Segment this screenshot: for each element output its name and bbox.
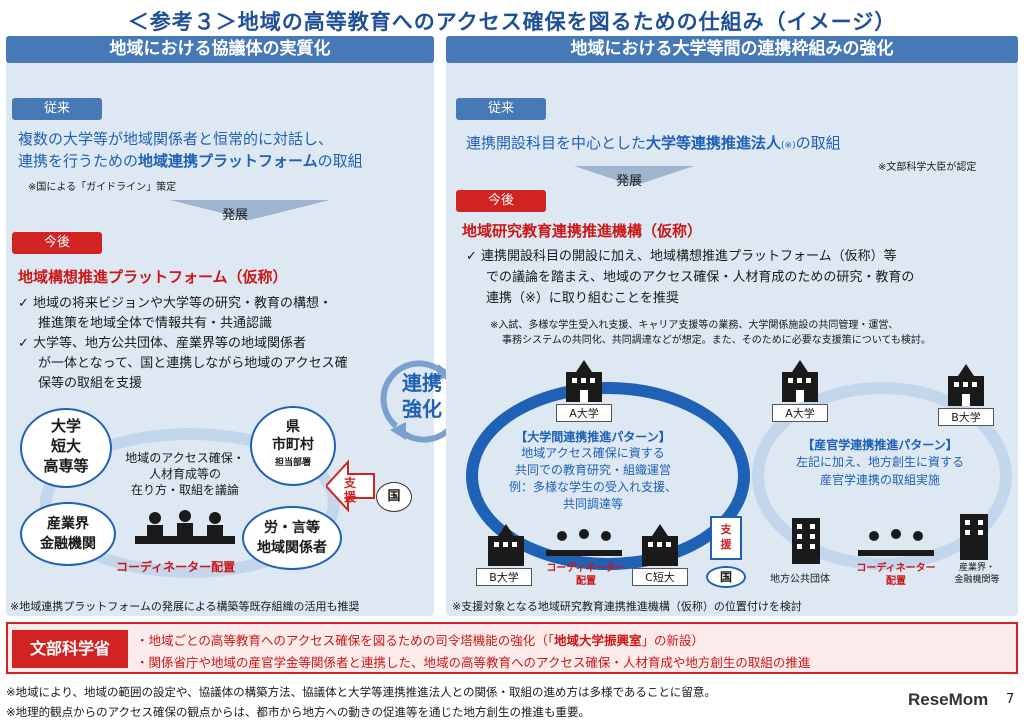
left-before-line-1: 複数の大学等が地域関係者と恒常的に対話し、 bbox=[18, 130, 334, 148]
mext-line-1a: ・地域ごとの高等教育へのアクセス確保を図るための司令塔機能の強化（「 bbox=[136, 633, 555, 648]
left-before-2c: の取組 bbox=[317, 152, 363, 170]
circle-pref-1: 県 bbox=[286, 419, 300, 435]
check-icon: ✓ bbox=[18, 296, 34, 311]
people-meeting-icon bbox=[546, 529, 622, 556]
a-university-label-2: A大学 bbox=[772, 404, 828, 422]
page-title: ＜参考３＞地域の高等教育へのアクセス確保を図るための仕組み（イメージ） bbox=[127, 10, 897, 34]
left-before-note: ※国による「ガイドライン」策定 bbox=[28, 182, 177, 193]
right-before-tag: 従来 bbox=[456, 98, 546, 120]
left-before-text: 複数の大学等が地域関係者と恒常的に対話し、 連携を行うための地域連携プラットフォ… bbox=[18, 128, 428, 172]
mext-label: 文部科学省 bbox=[12, 630, 128, 668]
left-before-line-2: 連携を行うための地域連携プラットフォームの取組 bbox=[18, 150, 428, 172]
mext-box bbox=[6, 622, 1018, 674]
left-coordinator: コーディネーター配置 bbox=[116, 560, 236, 574]
circle-pref-2: 市町村 bbox=[272, 437, 314, 453]
a-university-label: A大学 bbox=[556, 404, 612, 422]
right-coordinator: コーディネーター 配置 bbox=[546, 563, 626, 587]
right-bullets: ✓ 連携開設科目の開設に加え、地域構想推進プラットフォーム（仮称）等 での議論を… bbox=[466, 246, 1006, 309]
c-college-label: C短大 bbox=[632, 568, 688, 586]
right-after-tag: 今後 bbox=[456, 190, 546, 212]
left-before-2b: 地域連携プラットフォーム bbox=[138, 152, 318, 170]
resemom-logo: ReseMom bbox=[908, 690, 989, 709]
left-develop-arrow bbox=[170, 200, 330, 220]
pattern1-title: 【大学間連携推進パターン】 bbox=[515, 430, 671, 444]
left-footnote: ※地域連携プラットフォームの発展による構築等既存組織の活用も推奨 bbox=[10, 600, 360, 613]
office-building-icon bbox=[792, 518, 820, 564]
right-bullet-line-2: での議論を踏まえ、地域のアクセス確保・人材育成のための研究・教育の bbox=[486, 270, 915, 285]
right-before-a: 連携開設科目を中心とした bbox=[466, 134, 647, 152]
right-note: ※入試、多様な学生受入れ支援、キャリア支援等の業務、大学関係施設の共同管理・運営… bbox=[490, 318, 931, 348]
mext-line-2: ・関係省庁や地域の産官学金等関係者と連携した、地域の高等教育へのアクセス確保・人… bbox=[136, 655, 811, 670]
circle-labor: 労・言等 地域関係者 bbox=[242, 506, 342, 570]
left-before-tag: 従来 bbox=[12, 98, 102, 120]
office-building-icon bbox=[960, 514, 988, 560]
left-country: 国 bbox=[376, 482, 412, 512]
check-icon: ✓ bbox=[466, 249, 482, 264]
school-building-icon bbox=[566, 360, 602, 402]
left-before-2a: 連携を行うための bbox=[18, 152, 139, 170]
school-building-icon bbox=[782, 360, 818, 402]
mext-line-1b: 地域大学振興室 bbox=[554, 633, 642, 648]
right-support-label: 支 援 bbox=[710, 516, 742, 560]
pattern1-text: 地域アクセス確保に資する 共同での教育研究・組織運営 例：多様な学生の受入れ支援… bbox=[508, 446, 677, 511]
left-bullets: ✓ 地域の将来ビジョンや大学等の研究・教育の構想・ 推進策を地域全体で情報共有・… bbox=[18, 294, 428, 394]
right-footnote: ※支援対象となる地域研究教育連携推進機構（仮称）の位置付けを検討 bbox=[452, 600, 802, 613]
page-number: 7 bbox=[1006, 692, 1015, 707]
right-before-d: の取組 bbox=[795, 134, 841, 152]
pattern2-title: 【産官学連携推進パターン】 bbox=[802, 438, 958, 452]
right-coordinator-2: コーディネーター 配置 bbox=[856, 563, 936, 587]
right-note-2: 事務システムの共同化、共同調達などが想定。また、そのために必要な支援策についても… bbox=[502, 335, 931, 346]
left-after-title: 地域構想推進プラットフォーム（仮称） bbox=[18, 268, 288, 286]
people-meeting-icon bbox=[858, 529, 934, 556]
left-develop-label: 発展 bbox=[222, 208, 249, 223]
school-building-icon bbox=[948, 364, 984, 406]
right-before-c: (※) bbox=[781, 141, 796, 151]
b-university-label: B大学 bbox=[476, 568, 532, 586]
left-bullet-2b: が一体となって、国と連携しながら地域のアクセス確 bbox=[38, 356, 348, 371]
circle-industry: 産業界 金融機関 bbox=[20, 502, 116, 566]
left-bullet-1: ✓ 地域の将来ビジョンや大学等の研究・教育の構想・ bbox=[18, 294, 428, 314]
right-develop-label: 発展 bbox=[616, 174, 643, 189]
school-building-icon bbox=[642, 524, 678, 566]
right-note-1: ※入試、多様な学生受入れ支援、キャリア支援等の業務、大学関係施設の共同管理・運営… bbox=[490, 320, 899, 331]
left-center-text: 地域のアクセス確保・ 人材育成等の 在り方・取組を議論 bbox=[125, 451, 245, 497]
people-meeting-icon bbox=[135, 510, 235, 544]
link-strengthen-label: 連携 強化 bbox=[402, 371, 442, 421]
circle-prefecture: 県 市町村 担当部署 bbox=[250, 406, 336, 486]
pattern2-box: 【産官学連携推進パターン】 左記に加え、地方創生に資する 産官学連携の取組実施 bbox=[780, 436, 980, 489]
right-bullet-line-1: ✓ 連携開設科目の開設に加え、地域構想推進プラットフォーム（仮称）等 bbox=[466, 246, 1006, 267]
local-gov-label: 地方公共団体 bbox=[770, 574, 830, 585]
b-university-label-2: B大学 bbox=[938, 408, 994, 426]
left-bullet-2c: 保等の取組を支援 bbox=[38, 376, 143, 391]
right-country: 国 bbox=[706, 566, 746, 588]
right-bullet-1-text: 連携開設科目の開設に加え、地域構想推進プラットフォーム（仮称）等 bbox=[481, 249, 897, 264]
check-icon: ✓ bbox=[18, 336, 34, 351]
left-bullet-1b: 推進策を地域全体で情報共有・共通認識 bbox=[38, 316, 273, 331]
note-2: ※地理的観点からのアクセス確保の観点からは、都市から地方への動きの促進等を通じた… bbox=[6, 705, 591, 719]
right-after-title: 地域研究教育連携推進機構（仮称） bbox=[462, 222, 703, 240]
right-develop-arrow bbox=[574, 166, 694, 186]
left-bullet-2-text: 大学等、地方公共団体、産業界等の地域関係者 bbox=[33, 336, 307, 351]
right-before-note: ※文部科学大臣が認定 bbox=[878, 162, 977, 173]
right-before-text: 連携開設科目を中心とした大学等連携推進法人(※)の取組 bbox=[466, 132, 841, 153]
left-panel-header: 地域における協議体の実質化 bbox=[6, 36, 434, 63]
left-bullet-2: ✓ 大学等、地方公共団体、産業界等の地域関係者 bbox=[18, 334, 428, 354]
right-bullet-line-3: 連携（※）に取り組むことを推奨 bbox=[486, 291, 679, 306]
left-after-tag: 今後 bbox=[12, 232, 102, 254]
pattern2-text: 左記に加え、地方創生に資する 産官学連携の取組実施 bbox=[795, 455, 964, 487]
left-bullet-1-text: 地域の将来ビジョンや大学等の研究・教育の構想・ bbox=[33, 296, 333, 311]
school-building-icon bbox=[488, 524, 524, 566]
mext-line-1c: 」の新設） bbox=[641, 633, 705, 648]
right-before-b: 大学等連携推進法人 bbox=[646, 134, 782, 152]
industry-label: 産業界・ 金融機関等 bbox=[954, 563, 1000, 585]
left-support-label: 支 援 bbox=[344, 476, 357, 504]
note-1: ※地域により、地域の範囲の設定や、協議体の構築方法、協議体と大学等連携推進法人と… bbox=[6, 685, 716, 699]
support-arrow-icon bbox=[326, 459, 375, 513]
mext-line-1: ・地域ごとの高等教育へのアクセス確保を図るための司令塔機能の強化（「地域大学振興… bbox=[136, 630, 704, 649]
circle-pref-3: 担当部署 bbox=[274, 458, 311, 468]
circle-university: 大学 短大 高専等 bbox=[20, 408, 112, 488]
right-panel-header: 地域における大学等間の連携枠組みの強化 bbox=[446, 36, 1018, 63]
pattern1-box: 【大学間連携推進パターン】 地域アクセス確保に資する 共同での教育研究・組織運営… bbox=[488, 428, 698, 513]
